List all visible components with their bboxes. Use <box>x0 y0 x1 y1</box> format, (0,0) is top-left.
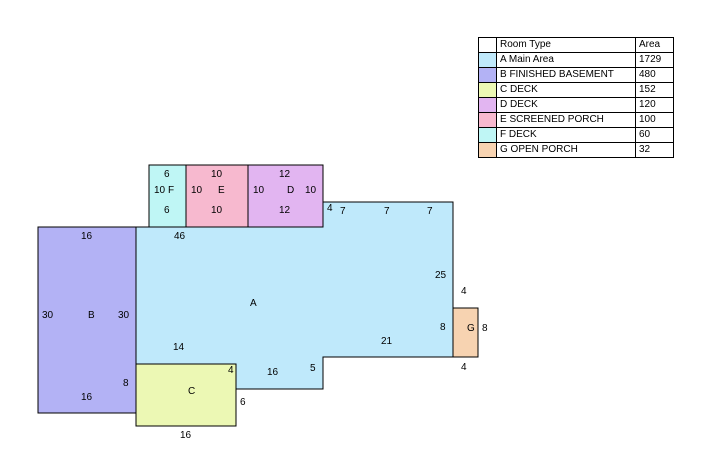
room-e-dim-top: 10 <box>211 169 223 180</box>
room-f-dim-left: 10 <box>154 185 166 196</box>
room-b-dim-top: 16 <box>81 231 93 242</box>
room-c-dim-right: 6 <box>240 397 246 408</box>
legend-row: B FINISHED BASEMENT 480 <box>478 67 674 83</box>
legend-row: D DECK 120 <box>478 97 674 113</box>
legend-room-area: 480 <box>635 67 674 83</box>
room-f-label: F <box>168 185 174 196</box>
legend-room-area: 60 <box>635 127 674 143</box>
legend-swatch <box>478 112 497 128</box>
legend-room-area: 32 <box>635 142 674 158</box>
room-c-label: C <box>188 386 195 397</box>
room-e-dim-bottom: 10 <box>211 205 223 216</box>
room-a-dim-bottom-right: 21 <box>381 336 393 347</box>
legend-room-type: C DECK <box>496 82 636 98</box>
room-a-dim-deck-step: 4 <box>228 365 234 376</box>
legend-swatch <box>478 142 497 158</box>
legend-room-area: 1729 <box>635 52 674 68</box>
room-d-area <box>247 164 324 228</box>
legend-room-area: 152 <box>635 82 674 98</box>
room-type-legend: Room Type Area A Main Area 1729 B FINISH… <box>478 37 674 158</box>
room-g-dim-right: 8 <box>482 323 488 334</box>
legend-room-type: B FINISHED BASEMENT <box>496 67 636 83</box>
legend-swatch <box>478 127 497 143</box>
legend-row: G OPEN PORCH 32 <box>478 142 674 158</box>
legend-row: E SCREENED PORCH 100 <box>478 112 674 128</box>
room-g-area <box>452 307 479 358</box>
room-b-dim-step: 8 <box>123 378 129 389</box>
room-d-dim-top: 12 <box>279 169 291 180</box>
room-g-label: G <box>467 323 475 334</box>
room-a-dim-porch-top: 4 <box>461 286 467 297</box>
room-b-area <box>37 226 137 414</box>
legend-swatch <box>478 97 497 113</box>
room-d-label: D <box>287 185 294 196</box>
room-d-dim-right: 10 <box>305 185 317 196</box>
room-a-dim-top-2: 7 <box>384 206 390 217</box>
room-e-area <box>185 164 249 228</box>
legend-header-row: Room Type Area <box>478 37 674 53</box>
room-f-dim-bottom: 6 <box>164 205 170 216</box>
room-f-dim-top: 6 <box>164 169 170 180</box>
room-c-area <box>135 363 237 427</box>
room-d-dim-left: 10 <box>253 185 265 196</box>
room-a-dim-left-bottom: 14 <box>173 342 185 353</box>
room-b-dim-left: 30 <box>42 310 54 321</box>
legend-header-type: Room Type <box>496 37 636 53</box>
legend-header-swatch <box>478 37 497 53</box>
room-c-dim-bottom: 16 <box>180 430 192 441</box>
room-a-dim-porch-bottom: 4 <box>461 362 467 373</box>
legend-row: C DECK 152 <box>478 82 674 98</box>
legend-row: F DECK 60 <box>478 127 674 143</box>
room-a-dim-step: 4 <box>327 203 333 214</box>
room-a-dim-bottom: 16 <box>267 367 279 378</box>
legend-swatch <box>478 82 497 98</box>
legend-swatch <box>478 52 497 68</box>
legend-room-area: 100 <box>635 112 674 128</box>
room-a-dim-right: 25 <box>435 270 447 281</box>
room-e-label: E <box>218 185 225 196</box>
room-b-dim-right: 30 <box>118 310 130 321</box>
legend-room-type: G OPEN PORCH <box>496 142 636 158</box>
room-b-dim-bottom: 16 <box>81 392 93 403</box>
room-e-dim-left: 10 <box>191 185 203 196</box>
legend-swatch <box>478 67 497 83</box>
room-a-dim-bottom-step: 5 <box>310 363 316 374</box>
legend-room-type: E SCREENED PORCH <box>496 112 636 128</box>
room-d-dim-bottom: 12 <box>279 205 291 216</box>
room-a-dim-top-3: 7 <box>427 206 433 217</box>
legend-room-area: 120 <box>635 97 674 113</box>
legend-header-area: Area <box>635 37 674 53</box>
room-a-label: A <box>250 298 257 309</box>
room-b-label: B <box>88 310 95 321</box>
legend-room-type: D DECK <box>496 97 636 113</box>
room-f-area <box>148 164 187 228</box>
legend-room-type: A Main Area <box>496 52 636 68</box>
legend-row: A Main Area 1729 <box>478 52 674 68</box>
room-a-dim-top: 46 <box>174 231 186 242</box>
room-a-dim-top-1: 7 <box>340 206 346 217</box>
legend-room-type: F DECK <box>496 127 636 143</box>
room-a-dim-porch-inner: 8 <box>440 322 446 333</box>
